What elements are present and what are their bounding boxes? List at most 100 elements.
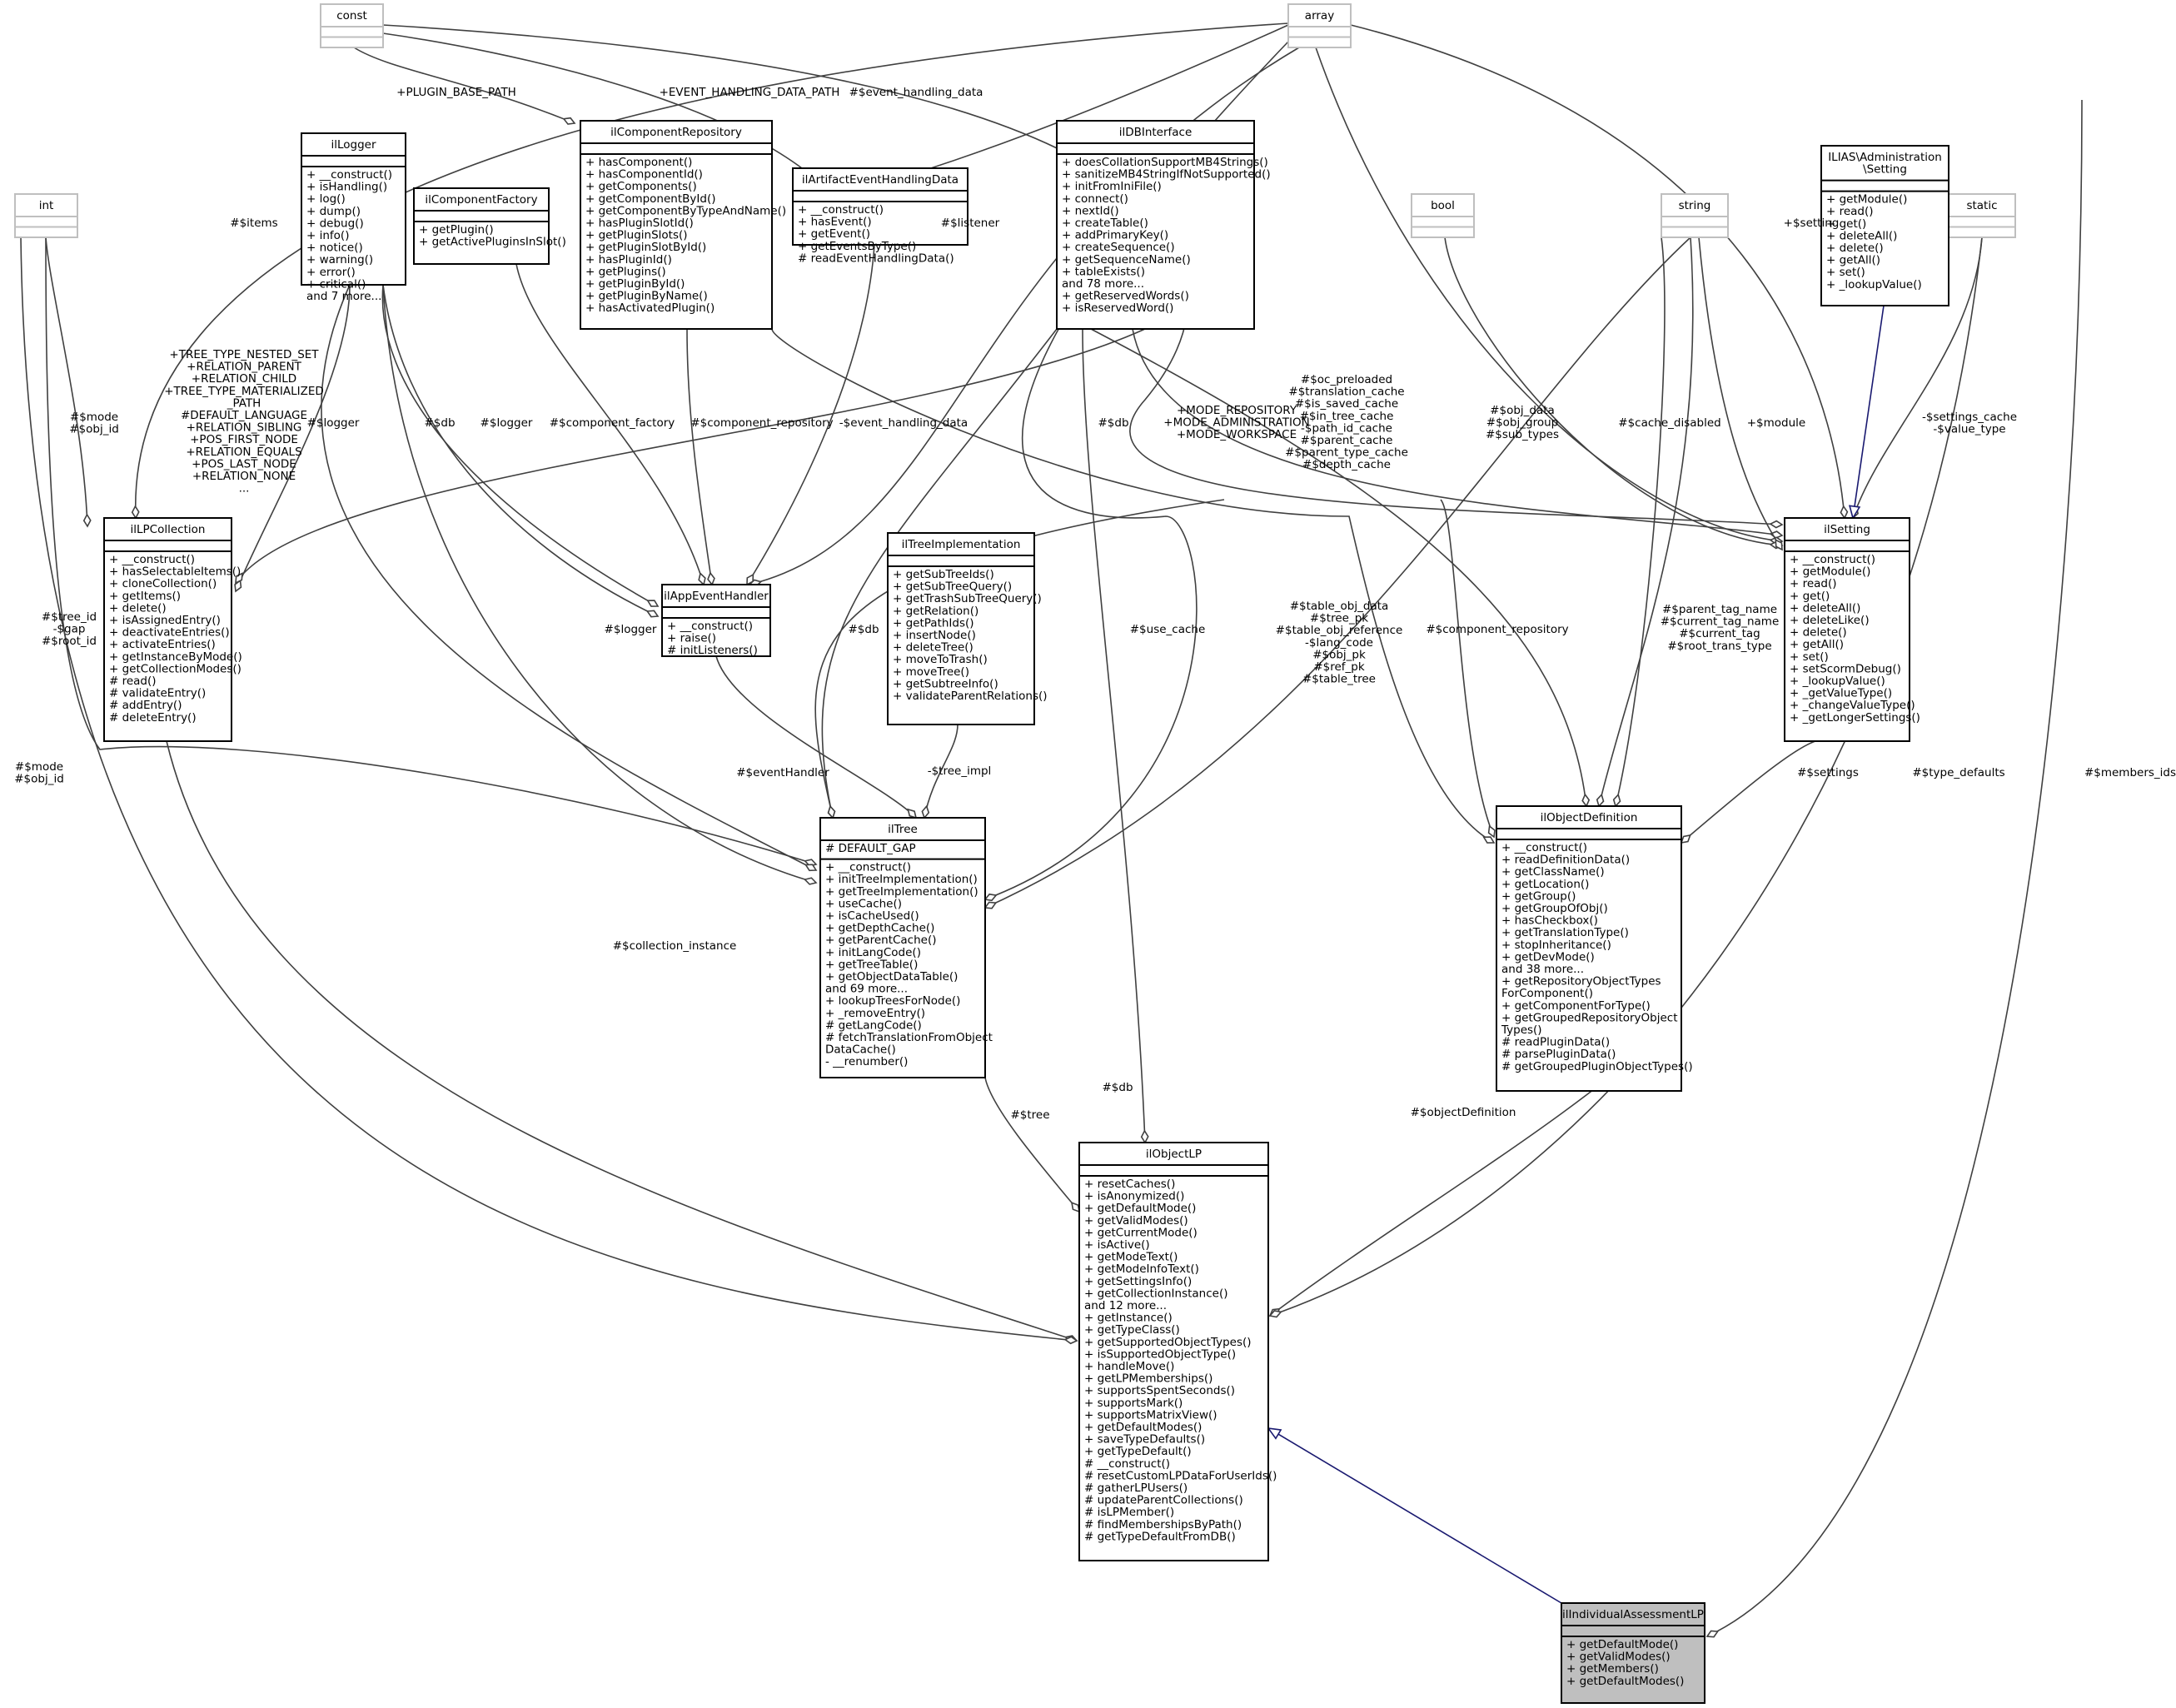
edge-label-text: #$root_trans_type	[1667, 640, 1771, 653]
edge-label-text: #$mode	[15, 760, 63, 774]
class-method: + getClassName()	[1501, 865, 1605, 879]
class-method: and 78 more...	[1062, 277, 1144, 291]
class-box-const[interactable]: const	[320, 3, 384, 48]
aggregation-diamond-icon	[1140, 1129, 1149, 1144]
edge-label-text: #$mode	[70, 411, 118, 424]
edge-label-text: +MODE_ADMINISTRATION	[1163, 416, 1309, 430]
edge-label-text: #$sub_types	[1486, 428, 1559, 441]
class-method: + _removeEntry()	[825, 1007, 925, 1020]
class-box-array[interactable]: array	[1287, 3, 1352, 48]
class-method: + getAll()	[1826, 254, 1880, 267]
edge-label-text: #$is_saved_cache	[1295, 397, 1398, 411]
class-method: + deleteAll()	[1790, 601, 1860, 615]
class-method: + getComponents()	[585, 180, 697, 193]
class-method: + read()	[1790, 577, 1837, 590]
class-method: + getDevMode()	[1501, 950, 1595, 964]
class-box-int[interactable]: int	[14, 193, 78, 238]
class-method: + getValidModes()	[1566, 1651, 1671, 1664]
class-method: # gatherLPUsers()	[1084, 1481, 1188, 1495]
class-method: + getTreeImplementation()	[825, 885, 978, 899]
class-box-ilTreeImplementation[interactable]: ilTreeImplementation+ getSubTreeIds()+ g…	[887, 532, 1048, 725]
class-method: + supportsMatrixView()	[1084, 1408, 1217, 1422]
edge-label-tree_impl: -$tree_impl	[928, 764, 992, 778]
edge-label-text: +RELATION_CHILD	[192, 372, 296, 386]
edge-label-text: #$db	[1098, 416, 1128, 430]
edge-label-setting: +$setting	[1784, 217, 1840, 230]
class-attribute: # DEFAULT_GAP	[825, 842, 916, 855]
edge-label-text: #$oc_preloaded	[1301, 373, 1392, 386]
edge-label-text: #$parent_cache	[1301, 434, 1393, 447]
class-method: # initListeners()	[667, 644, 758, 657]
class-box-ilObjectDefinition[interactable]: ilObjectDefinition+ __construct()+ readD…	[1496, 805, 1693, 1092]
aggregation-diamond-icon	[131, 505, 140, 520]
class-box-ilComponentRepository[interactable]: ilComponentRepository+ hasComponent()+ h…	[580, 120, 786, 330]
class-name: ilIndividualAssessmentLP	[1562, 1608, 1704, 1621]
class-box-ilLogger[interactable]: ilLogger+ __construct()+ isHandling()+ l…	[301, 132, 406, 303]
edge-label-db_objlp: #$db	[1102, 1081, 1133, 1094]
class-method: + getTreeTable()	[825, 958, 918, 971]
class-box-ilIndividualAssessmentLP[interactable]: ilIndividualAssessmentLP + getDefaultMode…	[1561, 1602, 1705, 1704]
association-edge-17	[1698, 237, 1783, 550]
class-method: + isHandling()	[306, 181, 387, 194]
class-method: + getAll()	[1790, 638, 1844, 651]
aggregation-diamond-icon	[1775, 539, 1783, 551]
class-method: + getCurrentMode()	[1084, 1226, 1198, 1239]
class-method: + __construct()	[1790, 553, 1875, 566]
edge-label-text: +POS_FIRST_NODE	[190, 433, 298, 446]
class-box-ilTree[interactable]: ilTree# DEFAULT_GAP+ __construct()+ init…	[819, 817, 993, 1078]
class-box-static[interactable]: static	[1948, 193, 2016, 238]
class-box-ilComponentFactory[interactable]: ilComponentFactory+ getPlugin()+ getActi…	[413, 187, 566, 265]
class-box-ilObjectLP[interactable]: ilObjectLP+ resetCaches()+ isAnonymized(…	[1078, 1142, 1277, 1561]
class-method: + getSettingsInfo()	[1084, 1275, 1192, 1288]
edge-label-text: +$setting	[1784, 217, 1840, 230]
class-method: + getReservedWords()	[1062, 290, 1189, 303]
class-box-ILIASSetting[interactable]: ILIAS\Administration\Setting+ getModule(…	[1820, 145, 1949, 306]
aggregation-diamond-icon	[827, 804, 836, 819]
association-edge-27	[984, 41, 1289, 900]
class-method: + getParentCache()	[825, 934, 937, 947]
class-method: + getCollectionInstance()	[1084, 1287, 1228, 1300]
edge-label-text: #$current_tag_name	[1661, 615, 1780, 629]
class-box-string[interactable]: string	[1661, 193, 1729, 238]
edge-label-text: #$table_obj_data	[1290, 600, 1389, 613]
edge-label-text: #$translation_cache	[1288, 386, 1404, 399]
class-box-ilAppEventHandler[interactable]: ilAppEventHandler+ __construct()+ raise(…	[661, 584, 771, 657]
class-method: # updateParentCollections()	[1084, 1494, 1243, 1507]
class-box-ilSetting[interactable]: ilSetting+ __construct()+ getModule()+ r…	[1784, 517, 1920, 742]
class-method: + __construct()	[667, 620, 753, 633]
edge-label-text: #$obj_id	[69, 423, 119, 436]
association-edge-10	[515, 263, 705, 585]
aggregation-diamond-icon	[1487, 824, 1496, 839]
class-method: + notice()	[306, 242, 363, 255]
class-method: + addPrimaryKey()	[1062, 229, 1168, 242]
association-edge-12	[746, 244, 875, 585]
class-box-bool[interactable]: bool	[1411, 193, 1475, 238]
edge-label-text: #$members_ids	[2084, 766, 2176, 779]
edge-label-text: #$ref_pk	[1313, 660, 1365, 674]
class-method: + getActivePluginsInSlot()	[419, 236, 566, 249]
class-box-ilLPCollection[interactable]: ilLPCollection+ __construct()+ hasSelect…	[103, 517, 242, 742]
inheritance-arrow-icon	[1848, 505, 1861, 520]
class-method: + getPlugin()	[419, 223, 494, 237]
edge-label-text: #$table_tree	[1302, 673, 1376, 686]
edge-label-text: -$event_handling_data	[839, 416, 968, 430]
inheritance-arrow-icon	[1267, 1427, 1282, 1440]
class-name: ilDBInterface	[1119, 126, 1193, 139]
edge-label-plugin_base_path: +PLUGIN_BASE_PATH	[396, 86, 516, 99]
class-method: + hasSelectableItems()	[109, 565, 241, 579]
class-method: + getInstanceByMode()	[109, 650, 242, 664]
aggregation-diamond-icon	[1769, 520, 1784, 529]
edge-label-mode_obj_id_top: #$mode#$obj_id	[69, 411, 119, 436]
class-method: + __construct()	[1501, 841, 1587, 854]
edge-label-text: #$tree_id	[42, 610, 97, 624]
class-box-ilArtifactEventHandlingData[interactable]: ilArtifactEventHandlingData+ __construct…	[792, 167, 968, 265]
class-method: + initFromIniFile()	[1062, 180, 1162, 193]
class-box-ilDBInterface[interactable]: ilDBInterface+ doesCollationSupportMB4St…	[1056, 120, 1271, 330]
association-edge-5	[45, 237, 88, 527]
class-method: + isReservedWord()	[1062, 301, 1173, 315]
class-name: const	[336, 9, 367, 22]
edge-label-component_repository_appevent: #$component_repository	[690, 416, 833, 430]
association-edge-29	[1440, 499, 1495, 838]
class-method: + getDefaultMode()	[1566, 1638, 1678, 1651]
class-method: + getPluginSlotById()	[585, 241, 706, 254]
